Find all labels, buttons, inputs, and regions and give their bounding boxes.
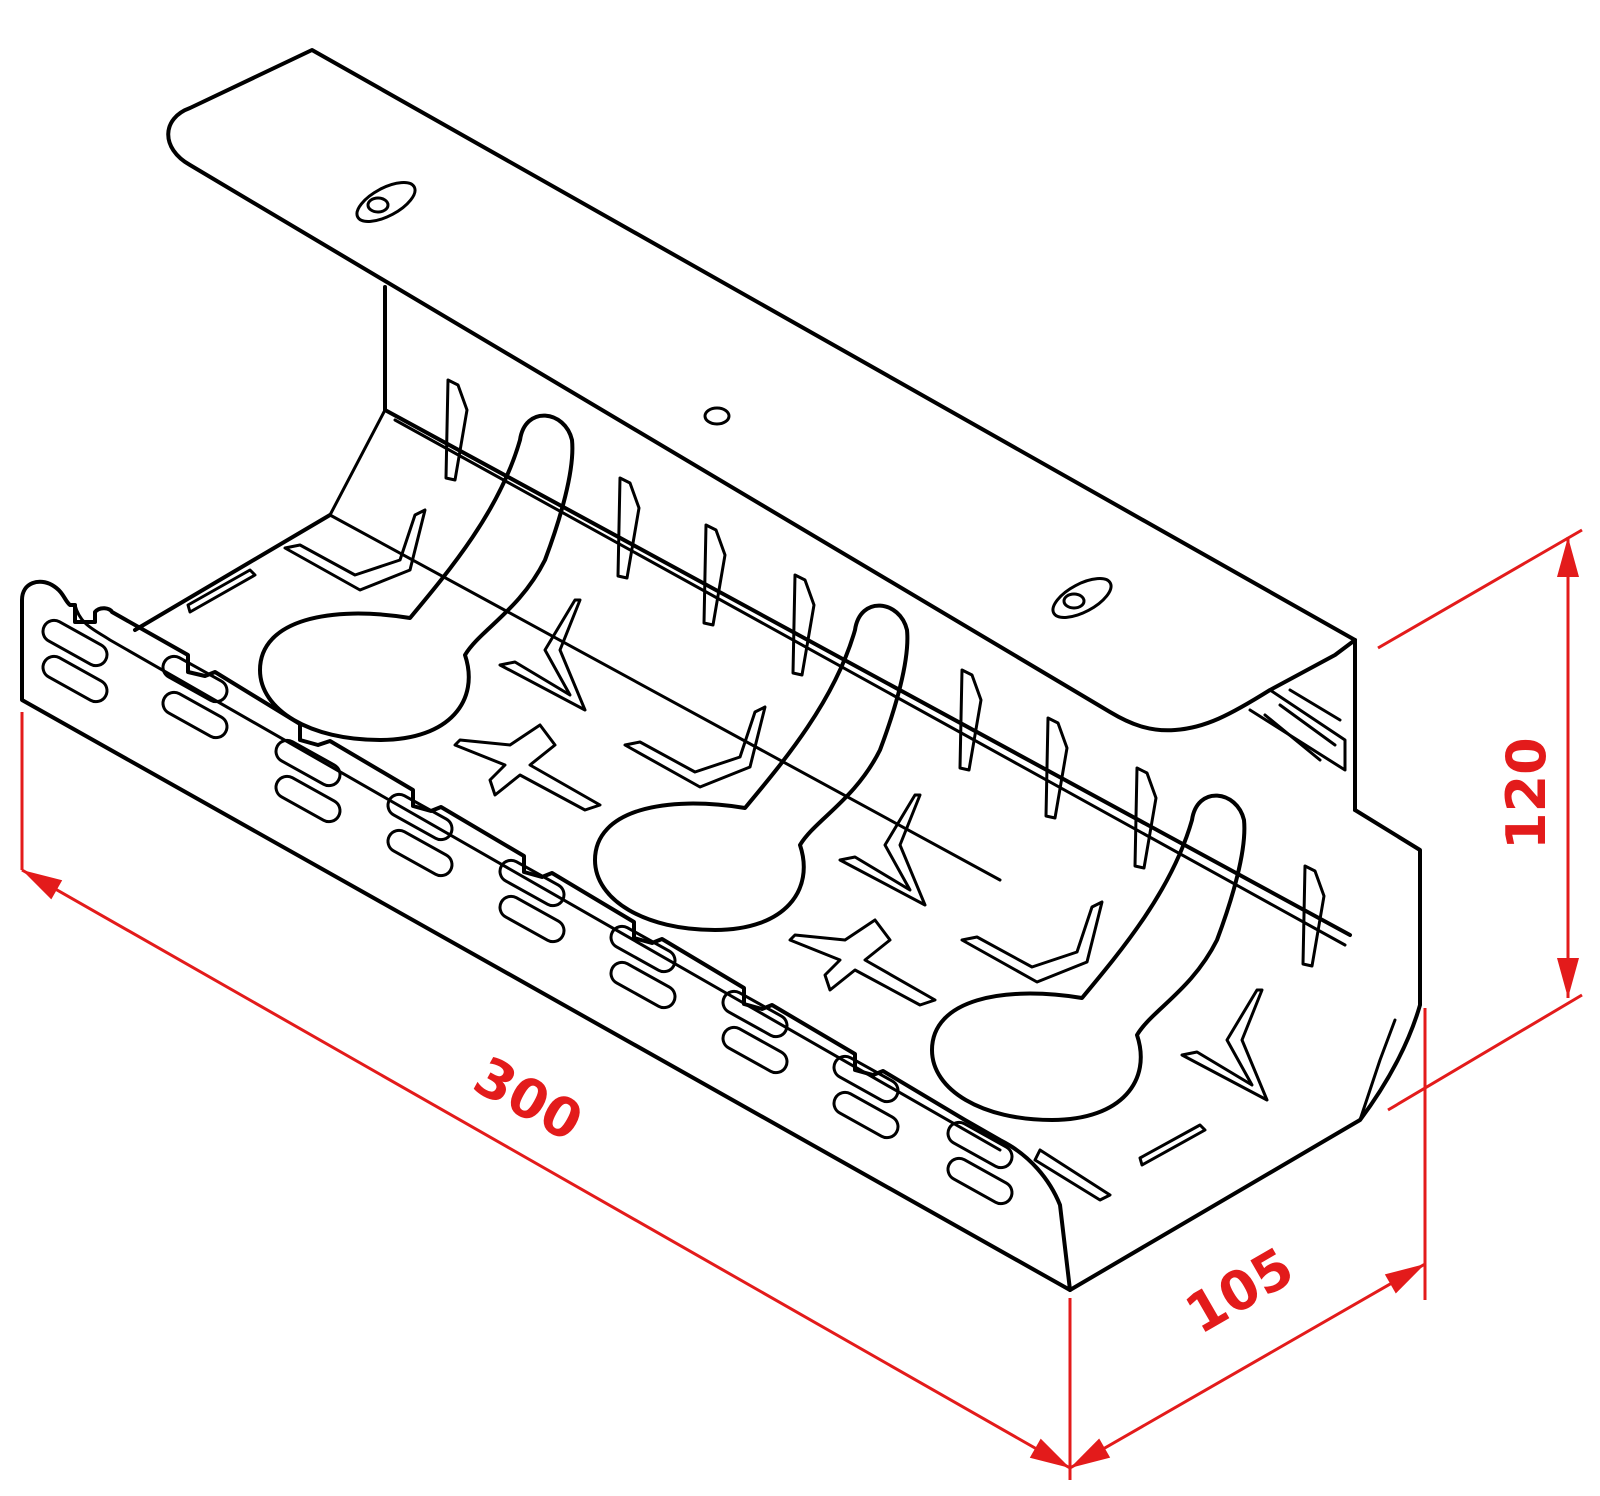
dimension-depth-line — [1069, 1262, 1426, 1470]
extension-line-height-top — [1377, 528, 1583, 650]
mounting-flange — [166, 48, 1357, 733]
right-end-wall — [1068, 808, 1422, 1292]
end-ribs — [1248, 688, 1347, 772]
dimension-length-arrow-start — [22, 870, 63, 900]
front-wall-slots — [41, 618, 1014, 1206]
dimension-height-arrow-top — [1557, 537, 1579, 577]
dimension-height-arrow-bottom — [1557, 958, 1579, 998]
dimension-height-label: 120 — [1495, 737, 1558, 850]
cross-cutouts — [453, 723, 937, 1007]
screw-slot-left — [355, 181, 417, 223]
dimension-lines — [20, 528, 1583, 1480]
base-plate — [133, 513, 332, 632]
extension-line-height-bottom — [1387, 993, 1583, 1112]
back-wall-fins — [444, 378, 1326, 968]
front-wall — [20, 579, 1072, 1292]
dimension-length-arrow-end — [1029, 1438, 1070, 1468]
back-wall-crease-2 — [393, 418, 1347, 947]
hook-tabs — [186, 508, 1269, 1202]
dimension-length-line — [21, 868, 1071, 1470]
front-wall-lip — [73, 603, 1002, 1152]
cable-opening-2 — [593, 603, 910, 932]
cable-openings — [258, 413, 1247, 1122]
base-crease — [1358, 1018, 1397, 1122]
dimension-depth-label: 105 — [1175, 1235, 1304, 1346]
mounting-hole — [703, 406, 731, 426]
screw-slot-right — [1051, 577, 1113, 619]
cable-opening-1 — [258, 413, 575, 742]
dimension-depth-arrow-end — [1384, 1264, 1425, 1294]
cable-opening-3 — [930, 793, 1247, 1122]
dimension-length-label: 300 — [464, 1044, 593, 1154]
cable-tray — [20, 48, 1422, 1292]
dimension-depth-arrow-start — [1070, 1438, 1111, 1468]
